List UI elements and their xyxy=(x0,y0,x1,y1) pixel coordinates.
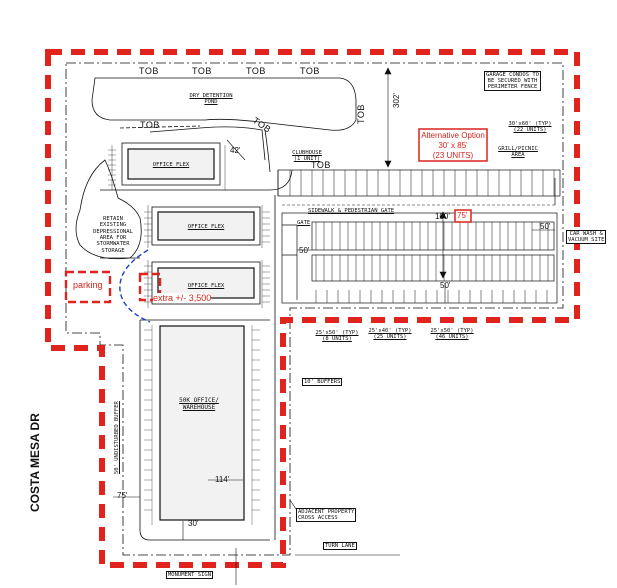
alternative-option-units: (23 UNITS) xyxy=(432,151,474,160)
tob-label: TOB xyxy=(140,120,160,130)
tob-label: TOB xyxy=(246,66,266,76)
undisturbed-buffer-label: 50' UNDISTURBED BUFFER xyxy=(114,401,120,474)
seventy-five-text: 75' xyxy=(457,211,468,220)
dim-50-right: 50' xyxy=(540,222,551,231)
dry-detention-label: DRY DETENTION POND xyxy=(189,93,233,106)
dim-114: 114' xyxy=(215,475,230,484)
detention-pond xyxy=(91,77,357,161)
stall-stripes xyxy=(315,255,549,281)
buffer-label: 10' BUFFERS xyxy=(302,378,343,386)
sidewalk-label: SIDEWALK & PEDESTRIAN GATE xyxy=(308,208,395,214)
car-wash-label: CAR WASH & VACUUM SITE xyxy=(566,230,607,244)
tob-label: TOB xyxy=(192,66,212,76)
dim-50-center: 50' xyxy=(440,281,451,290)
stall-stripes xyxy=(315,290,548,303)
dim-302: 302' xyxy=(392,93,401,108)
monument-sign-label: MONUMENT SIGN xyxy=(166,571,214,579)
alternative-option-title: Alternative Option xyxy=(421,131,485,140)
dim-100: 100' xyxy=(435,212,450,221)
tob-label-vertical: TOB xyxy=(356,104,366,124)
typ-25x50-label: 25'x50' (TYP) (46 UNITS) xyxy=(430,328,474,341)
garage-rows xyxy=(277,169,561,304)
extra-text: extra +/- 3,500 xyxy=(153,293,212,303)
blue-curve xyxy=(119,249,151,323)
alternative-option-box xyxy=(418,128,488,162)
retain-label: RETAIN EXISTING DEPRESSIONAL AREA FOR ST… xyxy=(93,216,133,254)
typ-30x60-label: 30'x60' (TYP) (22 UNITS) xyxy=(508,121,552,134)
drive-aisles xyxy=(100,129,293,541)
warehouse xyxy=(159,325,245,521)
typ-25x40-label: 25'x40' (TYP) (25 UNITS) xyxy=(368,328,412,341)
dim-75: 75' xyxy=(117,491,128,500)
office-flex-label: OFFICE FLEX xyxy=(187,224,225,230)
turn-lane-label: TURN LANE xyxy=(323,542,357,550)
extra-parking-box xyxy=(138,272,162,302)
parking-box xyxy=(64,270,112,304)
seventy-five-box xyxy=(454,209,472,223)
office-warehouse-label: 50K OFFICE/ WAREHOUSE xyxy=(179,397,219,411)
adjacent-property-label: ADJACENT PROPERTY CROSS ACCESS xyxy=(296,508,357,522)
gate-label: GATE xyxy=(297,220,311,226)
property-line xyxy=(65,62,564,556)
typ-25x50-label: 25'x50' (TYP) (8 UNITS) xyxy=(315,330,359,343)
stall-stripes xyxy=(315,222,549,250)
tob-label: TOB xyxy=(139,66,159,76)
parking-text: parking xyxy=(73,280,103,290)
dim-50-left: 50' xyxy=(299,246,310,255)
retention-area xyxy=(75,159,142,260)
tob-label: TOB xyxy=(300,66,320,76)
clubhouse-label: CLUBHOUSE (1 UNIT) xyxy=(292,150,322,163)
red-boundary xyxy=(45,49,580,568)
alternative-option-text: Alternative Option 30' x 85' (23 UNITS) xyxy=(421,131,485,161)
street-name: COSTA MESA DR xyxy=(28,413,42,512)
dimension-lines xyxy=(113,67,555,540)
grill-picnic-label: GRILL/PICNIC AREA xyxy=(498,146,538,159)
tob-label: TOB xyxy=(311,160,331,170)
stall-stripes xyxy=(289,170,555,196)
office-flex-label: OFFICE FLEX xyxy=(152,162,190,168)
dim-30: 30' xyxy=(188,519,199,528)
office-flex-label: OFFICE FLEX xyxy=(187,283,225,289)
garage-condos-label: GARAGE CONDOS TO BE SECURED WITH PERIMET… xyxy=(484,71,541,91)
dim-42: 42' xyxy=(230,146,241,155)
alternative-option-size: 30' x 85' xyxy=(438,141,468,150)
